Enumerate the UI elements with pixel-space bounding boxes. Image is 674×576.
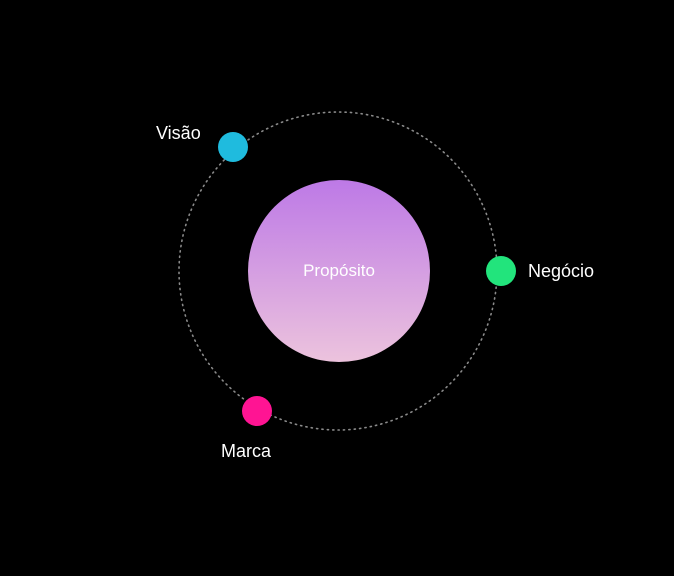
node-visao-dot[interactable] [218,132,248,162]
node-visao-label: Visão [156,123,201,143]
center-label: Propósito [303,261,375,280]
node-marca-label: Marca [221,441,272,461]
node-marca-dot[interactable] [242,396,272,426]
center-circle [248,180,430,362]
node-negocio-label: Negócio [528,261,595,281]
node-negocio-dot[interactable] [486,256,516,286]
